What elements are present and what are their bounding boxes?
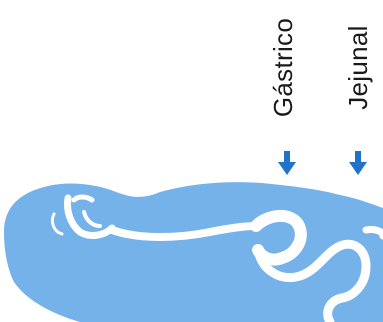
- arrow-down-icon: [349, 151, 367, 175]
- arrow-down-icon: [278, 151, 296, 175]
